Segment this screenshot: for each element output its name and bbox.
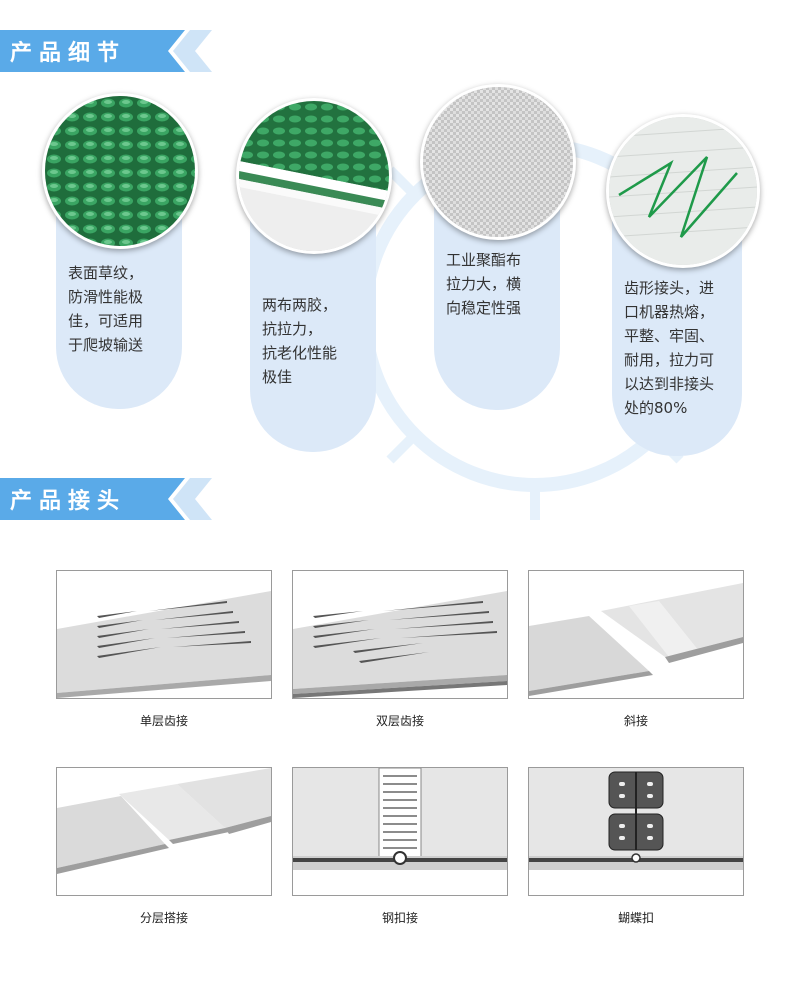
belt-layers-image	[236, 98, 392, 254]
grass-texture-image	[42, 93, 198, 249]
joint-label: 蝴蝶扣	[617, 911, 654, 925]
feature-text-line: 齿形接头，进	[624, 279, 715, 297]
steel-clip-joint-diagram	[293, 768, 507, 895]
joint-label: 分层搭接	[139, 911, 188, 925]
single-finger-joint-diagram	[57, 591, 271, 698]
butterfly-clip-joint-diagram	[529, 768, 743, 895]
banner-ribbon-icon	[0, 478, 212, 520]
feature-text-line: 佳，可适用	[68, 312, 144, 330]
feature-text-line: 处的80%	[624, 399, 688, 417]
tooth-joint-image	[606, 114, 760, 268]
section-title: 产品接头	[10, 489, 127, 514]
feature-text-line: 两布两胶，	[262, 296, 338, 314]
feature-text-line: 拉力大，横	[446, 275, 522, 293]
feature-text-line: 防滑性能极	[68, 288, 144, 306]
feature-text-line: 耐用，拉力可	[624, 351, 715, 369]
layered-overlap-joint-diagram	[57, 768, 271, 874]
feature-text-line: 表面草纹，	[68, 264, 144, 282]
feature-text-line: 以达到非接头	[624, 375, 715, 393]
joint-label: 斜接	[623, 714, 648, 728]
joint-label: 钢扣接	[381, 911, 418, 925]
double-finger-joint-diagram	[293, 591, 507, 698]
feature-card-grass: 表面草纹， 防滑性能极 佳，可适用 于爬坡输送	[42, 93, 198, 409]
feature-text-line: 极佳	[262, 368, 293, 386]
feature-text-line: 抗拉力，	[262, 320, 323, 338]
section-banner-details: 产品细节	[0, 30, 215, 72]
feature-card-tooth-joint: 齿形接头，进 口机器热熔， 平整、牢固、 耐用，拉力可 以达到非接头 处的80%	[606, 114, 760, 456]
polyester-fabric-image	[420, 84, 576, 240]
banner-ribbon-icon	[0, 30, 212, 72]
joint-label: 双层齿接	[375, 714, 424, 728]
section-banner-joints: 产品接头	[0, 478, 215, 520]
feature-text-line: 向稳定性强	[446, 299, 522, 317]
feature-text-line: 抗老化性能	[262, 344, 338, 362]
feature-card-fabric: 工业聚酯布 拉力大，横 向稳定性强	[420, 84, 576, 410]
feature-text-line: 于爬坡输送	[68, 336, 144, 354]
feature-text-line: 平整、牢固、	[624, 327, 715, 345]
feature-text-line: 工业聚酯布	[446, 251, 522, 269]
joint-label: 单层齿接	[139, 714, 188, 728]
feature-card-layers: 两布两胶， 抗拉力， 抗老化性能 极佳	[236, 98, 392, 452]
skived-joint-diagram	[529, 583, 743, 696]
feature-text-line: 口机器热熔，	[624, 303, 715, 321]
section-title: 产品细节	[10, 41, 127, 66]
